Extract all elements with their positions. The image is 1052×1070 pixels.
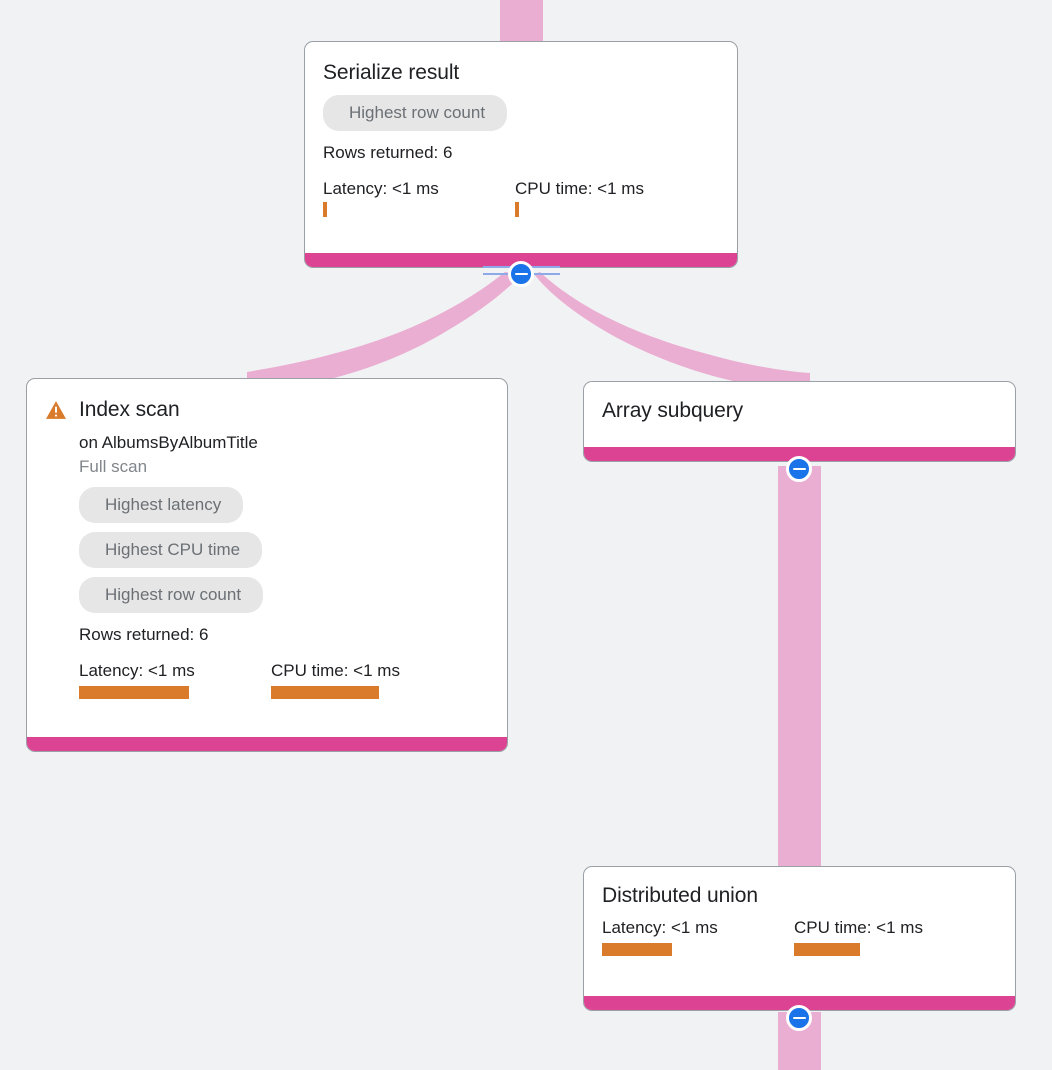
rows-returned: Rows returned: 6 bbox=[79, 625, 209, 644]
node-subtitle: on AlbumsByAlbumTitle bbox=[79, 433, 258, 452]
title-row: Array subquery bbox=[602, 398, 997, 424]
metric-latency: Latency: <1 ms bbox=[323, 178, 515, 217]
metric-cpu-time-bar bbox=[271, 686, 379, 699]
node-title: Index scan bbox=[79, 398, 180, 421]
chip-row: Highest CPU time bbox=[79, 523, 489, 568]
minus-icon bbox=[792, 1016, 806, 1020]
edge-array-to-distributed-union bbox=[778, 466, 821, 870]
node-footer-bar bbox=[27, 737, 507, 751]
metric-cpu-time: CPU time: <1 ms bbox=[271, 660, 400, 699]
chip-highest-latency: Highest latency bbox=[79, 487, 244, 523]
metric-cpu-time-label: CPU time: <1 ms bbox=[271, 661, 400, 680]
node-body: Index scan on AlbumsByAlbumTitle Full sc… bbox=[27, 379, 507, 737]
minus-icon bbox=[514, 272, 528, 276]
metric-cpu-time: CPU time: <1 ms bbox=[515, 178, 644, 217]
metrics-row: Latency: <1 ms CPU time: <1 ms bbox=[79, 660, 489, 699]
metric-latency-label: Latency: <1 ms bbox=[79, 661, 195, 680]
metric-latency: Latency: <1 ms bbox=[79, 660, 271, 699]
node-title: Distributed union bbox=[602, 884, 758, 907]
edge-incoming-top bbox=[500, 0, 543, 44]
chip-highest-cpu-time: Highest CPU time bbox=[79, 532, 263, 568]
rows-returned: Rows returned: 6 bbox=[323, 143, 453, 162]
chip-highest-row-count: Highest row count bbox=[323, 95, 508, 131]
chip-row: Highest row count bbox=[79, 568, 489, 613]
chip-highest-row-count: Highest row count bbox=[79, 577, 264, 613]
node-body: Array subquery bbox=[584, 382, 1015, 447]
title-row: Distributed union bbox=[602, 883, 997, 909]
metric-cpu-time-label: CPU time: <1 ms bbox=[794, 918, 923, 937]
metric-latency-label: Latency: <1 ms bbox=[323, 179, 439, 198]
node-title: Serialize result bbox=[323, 61, 460, 84]
node-array-subquery[interactable]: Array subquery bbox=[583, 381, 1016, 462]
metric-cpu-time-label: CPU time: <1 ms bbox=[515, 179, 644, 198]
node-footer-bar bbox=[584, 447, 1015, 461]
toggle-serialize-result[interactable] bbox=[508, 261, 534, 287]
title-row: Index scan bbox=[45, 397, 489, 423]
chip-row: Highest row count bbox=[323, 86, 719, 131]
metric-cpu-time: CPU time: <1 ms bbox=[794, 917, 923, 956]
node-title: Array subquery bbox=[602, 399, 743, 422]
metric-cpu-time-bar bbox=[794, 943, 860, 956]
node-footer-bar bbox=[584, 996, 1015, 1010]
metric-cpu-time-bar bbox=[515, 202, 519, 217]
node-subnote: Full scan bbox=[79, 457, 148, 476]
minus-icon bbox=[792, 467, 806, 471]
node-serialize-result[interactable]: Serialize result Highest row count Rows … bbox=[304, 41, 738, 268]
title-row: Serialize result bbox=[323, 60, 719, 86]
node-distributed-union[interactable]: Distributed union Latency: <1 ms CPU tim… bbox=[583, 866, 1016, 1011]
node-details: on AlbumsByAlbumTitle Full scan Highest … bbox=[45, 423, 489, 699]
node-body: Distributed union Latency: <1 ms CPU tim… bbox=[584, 867, 1015, 996]
metrics-row: Latency: <1 ms CPU time: <1 ms bbox=[602, 917, 997, 956]
edge-serialize-to-index-scan bbox=[247, 272, 522, 386]
toggle-distributed-union[interactable] bbox=[786, 1005, 812, 1031]
metric-latency-label: Latency: <1 ms bbox=[602, 918, 718, 937]
metrics-row: Latency: <1 ms CPU time: <1 ms bbox=[323, 178, 719, 217]
metric-latency-bar bbox=[602, 943, 672, 956]
node-body: Serialize result Highest row count Rows … bbox=[305, 42, 737, 253]
toggle-array-subquery[interactable] bbox=[786, 456, 812, 482]
metric-latency-bar bbox=[323, 202, 327, 217]
node-footer-bar bbox=[305, 253, 737, 267]
chip-row: Highest latency bbox=[79, 478, 489, 523]
metric-latency: Latency: <1 ms bbox=[602, 917, 794, 956]
warning-triangle-icon bbox=[46, 401, 66, 419]
metric-latency-bar bbox=[79, 686, 189, 699]
edge-serialize-to-array-subquery bbox=[534, 272, 810, 386]
node-index-scan[interactable]: Index scan on AlbumsByAlbumTitle Full sc… bbox=[26, 378, 508, 752]
